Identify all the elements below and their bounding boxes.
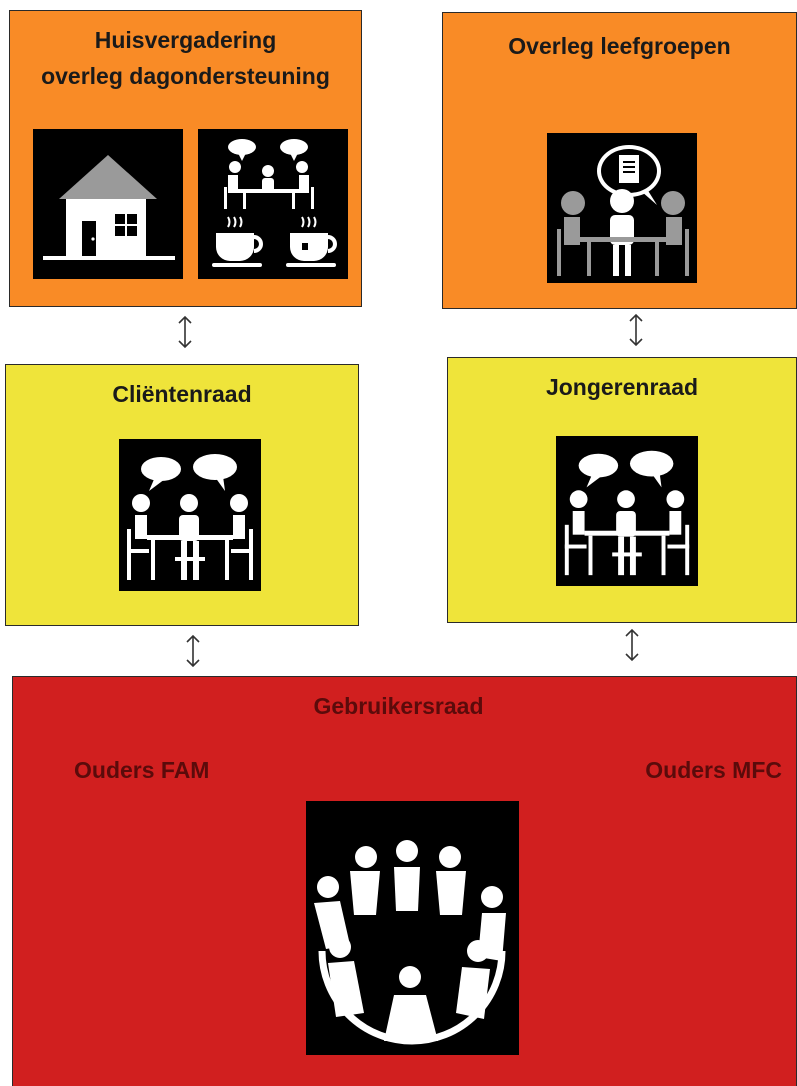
jongerenraad-title: Jongerenraad <box>545 374 699 400</box>
double-arrow-icon <box>623 628 641 662</box>
house-icon <box>33 129 183 279</box>
ouders-mfc-label: Ouders MFC <box>645 757 782 783</box>
meeting-table-icon <box>556 436 698 586</box>
huisvergadering-title-line1: Huisvergadering <box>94 27 277 53</box>
double-arrow-icon <box>176 315 194 349</box>
box-overleg-leefgroepen: Overleg leefgroepen <box>442 12 797 309</box>
box-jongerenraad: Jongerenraad <box>447 357 797 623</box>
double-arrow-icon <box>184 634 202 668</box>
meeting-document-icon <box>547 133 697 283</box>
gebruikersraad-title: Gebruikersraad <box>313 693 484 719</box>
meeting-table-icon <box>119 439 261 591</box>
coffee-meeting-icon <box>198 129 348 279</box>
double-arrow-icon <box>627 313 645 347</box>
clientenraad-title: Cliëntenraad <box>112 381 252 407</box>
circle-meeting-icon <box>306 801 519 1055</box>
huisvergadering-title-line2: overleg dagondersteuning <box>41 63 330 89</box>
box-clientenraad: Cliëntenraad <box>5 364 359 626</box>
box-huisvergadering: Huisvergadering overleg dagondersteuning <box>9 10 362 307</box>
ouders-fam-label: Ouders FAM <box>74 757 210 783</box>
leefgroepen-title: Overleg leefgroepen <box>508 33 731 59</box>
box-gebruikersraad: Gebruikersraad Ouders FAM Ouders MFC <box>12 676 797 1086</box>
